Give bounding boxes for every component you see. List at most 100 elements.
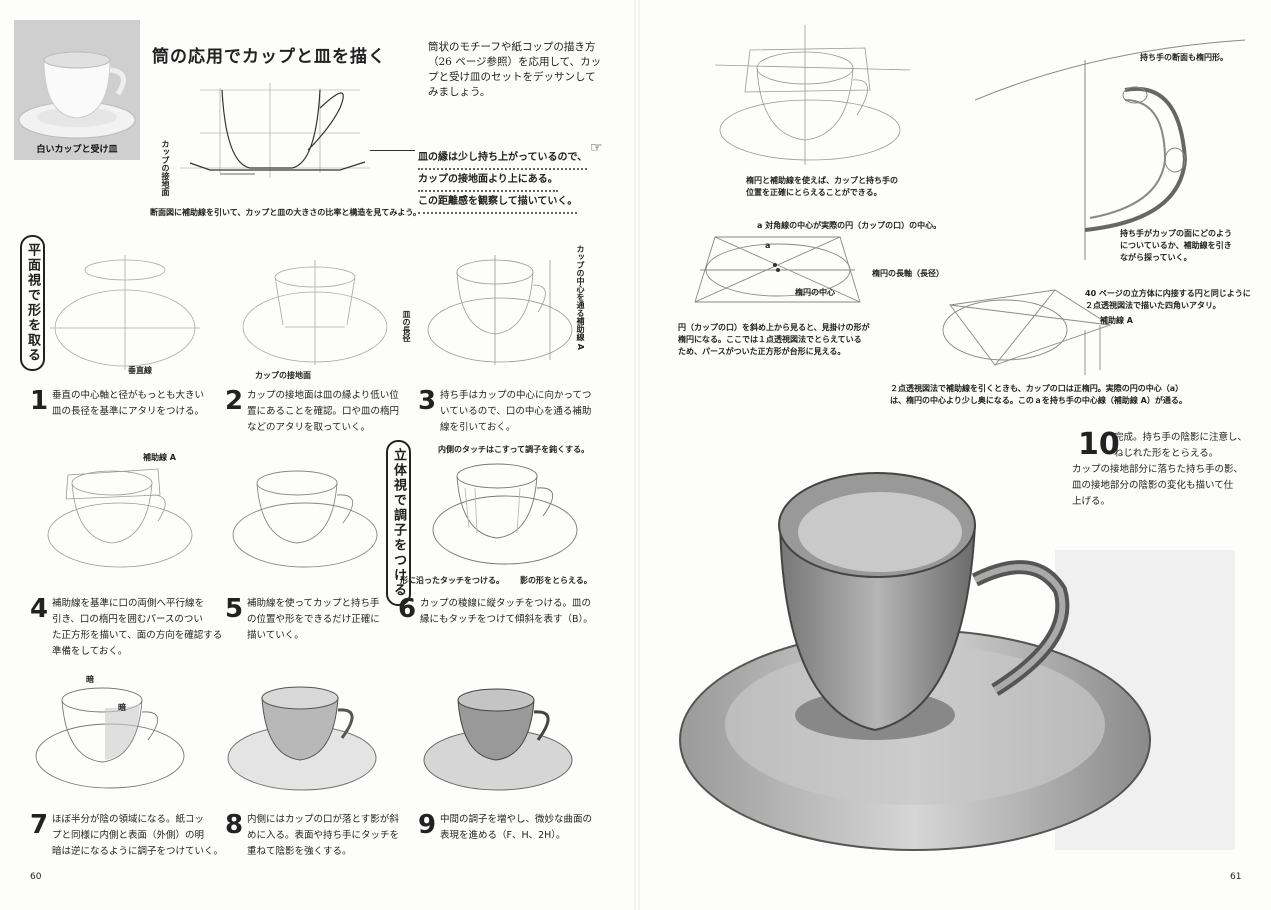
page-number-left: 60 bbox=[30, 872, 42, 882]
step-line: 縁にもタッチをつけて傾斜を表す（B）。 bbox=[420, 614, 593, 625]
note-line: ２点透視図法で補助線を引くときも、カップの口は正楕円。実際の円の中心（a） bbox=[890, 384, 1184, 393]
step-line: 重ねて陰影を強くする。 bbox=[247, 846, 352, 857]
note-line: ため、パースがついた正方形が台形に見える。 bbox=[678, 347, 846, 356]
step6-sketch bbox=[425, 448, 585, 578]
step-line: 表現を進める（F、H、2H）。 bbox=[440, 830, 566, 841]
step-text: 補助線を使ってカップと持ち手 の位置や形をできるだけ正確に 描いていく。 bbox=[247, 596, 417, 644]
step-line: プと同様に内側と表面（外側）の明 bbox=[52, 830, 205, 841]
plate-diameter-label: 皿の長径 bbox=[402, 310, 411, 342]
step-text: カップの接地面は皿の縁より低い位 置にあることを確認。口や皿の楕円 などのアタリ… bbox=[247, 388, 437, 436]
guide-cup-sketch bbox=[705, 20, 920, 170]
step9-sketch bbox=[418, 672, 588, 802]
note-line: 楕円になる。ここでは１点透視図法でとらえている bbox=[678, 335, 862, 344]
intro-line: （26 ページ参照）を応用して、カッ bbox=[428, 56, 602, 68]
cup-photo-image bbox=[14, 20, 140, 160]
step1-sketch bbox=[45, 250, 205, 380]
aux-a-label: 補助線 A bbox=[143, 453, 176, 462]
step-line: 引き、口の楕円を囲むパースのつい bbox=[52, 614, 203, 625]
photo-caption: 白いカップと受け皿 bbox=[36, 145, 118, 155]
step-text: カップの稜線に縦タッチをつける。皿の 縁にもタッチをつけて傾斜を表す（B）。 bbox=[420, 596, 635, 628]
form-touch-label: 形に沿ったタッチをつける。 bbox=[400, 576, 504, 585]
step-line: カップの接地部分に落ちた持ち手の影、 bbox=[1072, 464, 1244, 475]
cube-note: 40 ページの立方体に内接する円と同じように ２点透視図法で描いた四角いアタリ。 bbox=[1085, 288, 1251, 312]
step-text-tail: カップの接地部分に落ちた持ち手の影、 皿の接地部分の陰影の変化も描いて仕 上げる… bbox=[1072, 462, 1262, 510]
step-line: の位置や形をできるだけ正確に bbox=[247, 614, 380, 625]
handle-detail-sketch bbox=[974, 20, 1246, 265]
step-number: 9 bbox=[418, 810, 437, 840]
ellipse-diagram bbox=[690, 232, 865, 312]
note-line: についているか、補助線を引き bbox=[1120, 241, 1232, 250]
note-line: ながら探っていく。 bbox=[1120, 253, 1192, 262]
step-line: 完成。持ち手の陰影に注意し、 bbox=[1114, 432, 1248, 443]
cup-photo: 白いカップと受け皿 bbox=[14, 20, 140, 160]
step-line: 置にあることを確認。口や皿の楕円 bbox=[247, 406, 400, 417]
handle-note: 持ち手の断面も楕円形。 bbox=[1140, 53, 1228, 62]
page-fold bbox=[634, 0, 640, 910]
note-line: ２点透視図法で描いた四角いアタリ。 bbox=[1085, 301, 1221, 310]
aux-a-label-right: 補助線 A bbox=[1100, 316, 1133, 325]
intro-line: みましょう。 bbox=[428, 86, 491, 98]
cup-base-label: カップの接地面 bbox=[161, 140, 170, 196]
step-line: 内側にはカップの口が落とす影が斜 bbox=[247, 814, 399, 825]
step-number: 3 bbox=[418, 386, 437, 416]
step-line: 皿の接地部分の陰影の変化も描いて仕 bbox=[1072, 480, 1234, 491]
dark-label-1: 暗 bbox=[86, 675, 94, 684]
callout-line: この距離感を観察して描いていく。 bbox=[418, 192, 578, 214]
callout-arrow bbox=[370, 150, 415, 151]
step-number: 4 bbox=[30, 594, 49, 624]
step-line: 上げる。 bbox=[1072, 496, 1111, 507]
step-line: 準備をしておく。 bbox=[52, 646, 128, 657]
step-text: 中間の調子を増やし、微妙な曲面の 表現を進める（F、H、2H）。 bbox=[440, 812, 630, 844]
inner-touch-label: 内側のタッチはこすって調子を鈍くする。 bbox=[438, 445, 590, 454]
step-number: 8 bbox=[225, 810, 244, 840]
section-label-3d: 立体視で調子をつける bbox=[386, 440, 411, 606]
step-text: 持ち手はカップの中心に向かってつ いているので、口の中心を通る補助 線を引いてお… bbox=[440, 388, 630, 436]
oblique-note: 円（カップの口）を斜め上から見ると、見掛けの形が 楕円になる。ここでは１点透視図… bbox=[678, 322, 870, 358]
page-title: 筒の応用でカップと皿を描く bbox=[152, 47, 386, 67]
step-line: 垂直の中心軸と径がもっとも大きい bbox=[52, 390, 205, 401]
plate-callout: 皿の縁は少し持ち上がっているので、 カップの接地面より上にある。 この距離感を観… bbox=[418, 148, 588, 214]
finished-cup-drawing bbox=[675, 440, 1235, 870]
label-a: a bbox=[765, 241, 771, 250]
step2-sketch bbox=[235, 255, 395, 370]
shadow-form-label: 影の形をとらえる。 bbox=[520, 576, 592, 585]
step3-sketch bbox=[420, 250, 580, 375]
pointing-hand-icon: ☞ bbox=[590, 140, 603, 156]
step-line: 中間の調子を増やし、微妙な曲面の bbox=[440, 814, 593, 825]
section-label-flat: 平面視で形を取る bbox=[20, 235, 45, 371]
two-point-note: ２点透視図法で補助線を引くときも、カップの口は正楕円。実際の円の中心（a） は、… bbox=[890, 383, 1187, 407]
major-axis-label: 楕円の長軸（長径） bbox=[872, 269, 944, 278]
guides-note: 楕円と補助線を使えば、カップと持ち手の 位置を正確にとらえることができる。 bbox=[746, 175, 898, 199]
step-text: 補助線を基準に口の両側へ平行線を 引き、口の楕円を囲むパースのつい た正方形を描… bbox=[52, 596, 242, 660]
step-line: 暗は逆になるように調子をつけていく。 bbox=[52, 846, 224, 857]
step-line: 補助線を使ってカップと持ち手 bbox=[247, 598, 380, 609]
step-line: 補助線を基準に口の両側へ平行線を bbox=[52, 598, 205, 609]
step-line: た正方形を描いて、面の方向を確認する bbox=[52, 630, 223, 641]
cup-base-label-2: カップの接地面 bbox=[255, 371, 311, 380]
step-line: ほぼ半分が陰の領域になる。紙コッ bbox=[52, 814, 205, 825]
step-number: 2 bbox=[225, 386, 244, 416]
step-text: 垂直の中心軸と径がもっとも大きい 皿の長径を基準にアタリをつける。 bbox=[52, 388, 242, 420]
step-line: 描いていく。 bbox=[247, 630, 304, 641]
cross-section-caption: 断面図に補助線を引いて、カップと皿の大きさの比率と構造を見てみよう。 bbox=[150, 208, 421, 217]
note-line: 持ち手がカップの面にどのよう bbox=[1120, 229, 1232, 238]
step-line: めに入る。表面や持ち手にタッチを bbox=[247, 830, 400, 841]
note-line: 楕円と補助線を使えば、カップと持ち手の bbox=[746, 176, 898, 185]
step-line: などのアタリを取っていく。 bbox=[247, 422, 371, 433]
vertical-line-label: 垂直線 bbox=[128, 366, 152, 375]
aux-line-a-label: カップの中心を通る補助線 A bbox=[576, 245, 585, 350]
step-line: 持ち手はカップの中心に向かってつ bbox=[440, 390, 592, 401]
page-number-right: 61 bbox=[1230, 872, 1242, 882]
step-number: 6 bbox=[398, 594, 417, 624]
ellipse-center-label: 楕円の中心 bbox=[795, 288, 835, 297]
step4-sketch bbox=[40, 455, 200, 580]
callout-line: 皿の縁は少し持ち上がっているので、 bbox=[418, 148, 588, 170]
center-note: a 対角線の中心が実際の円（カップの口）の中心。 bbox=[757, 221, 942, 230]
step-number: 7 bbox=[30, 810, 49, 840]
two-point-diagram bbox=[935, 285, 1115, 380]
intro-text: 筒状のモチーフや紙コップの描き方 （26 ページ参照）を応用して、カッ プと受け… bbox=[428, 40, 601, 100]
note-line: 位置を正確にとらえることができる。 bbox=[746, 188, 882, 197]
handle-attach-note: 持ち手がカップの面にどのよう についているか、補助線を引き ながら探っていく。 bbox=[1120, 228, 1232, 264]
step5-sketch bbox=[225, 455, 385, 580]
step-text: 内側にはカップの口が落とす影が斜 めに入る。表面や持ち手にタッチを 重ねて陰影を… bbox=[247, 812, 427, 860]
